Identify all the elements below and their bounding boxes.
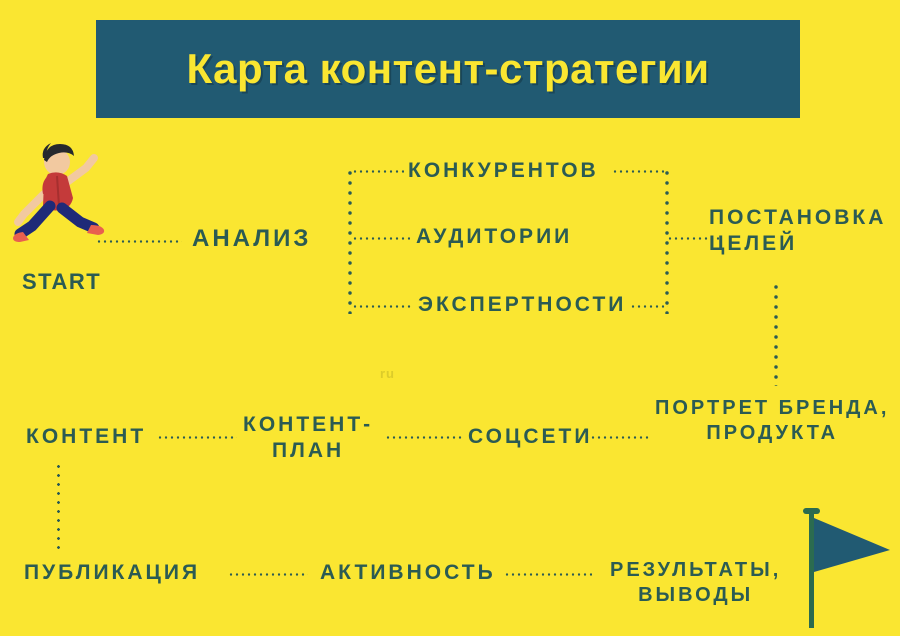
node-social-networks: СОЦСЕТИ — [468, 425, 593, 448]
node-goal-setting: ПОСТАНОВКА ЦЕЛЕЙ — [709, 206, 887, 256]
watermark: ru — [380, 366, 395, 381]
node-results: РЕЗУЛЬТАТЫ, ВЫВОДЫ — [610, 559, 782, 606]
node-content-plan: КОНТЕНТ- ПЛАН — [243, 413, 374, 463]
connector-activity-to-results — [504, 573, 592, 576]
connector-analysis-to-audience — [352, 237, 410, 240]
connector-analysis-bracket-right — [665, 168, 669, 314]
connector-social-to-content-plan — [385, 436, 463, 439]
connector-content-plan-to-content — [157, 436, 237, 439]
node-activity: АКТИВНОСТЬ — [320, 561, 496, 584]
connector-content-to-publication — [57, 462, 60, 550]
connector-brand-to-social — [584, 436, 650, 439]
running-man-icon — [12, 136, 112, 256]
page-title: Карта контент-стратегии — [186, 45, 710, 92]
node-publication: ПУБЛИКАЦИЯ — [24, 561, 201, 584]
node-expertise: ЭКСПЕРТНОСТИ — [418, 293, 627, 316]
connector-analysis-to-expertise — [352, 305, 412, 308]
node-brand-portrait: ПОРТРЕТ БРЕНДА, ПРОДУКТА — [655, 397, 890, 444]
connector-analysis-bracket-left — [348, 168, 352, 314]
connector-start-to-analysis — [96, 240, 182, 243]
finish-flag-icon — [795, 500, 900, 630]
node-audience: АУДИТОРИИ — [416, 225, 573, 248]
node-competitors: КОНКУРЕНТОВ — [408, 159, 599, 182]
connector-goals-to-brand — [774, 282, 778, 386]
title-banner: Карта контент-стратегии — [96, 20, 800, 118]
connector-publication-to-activity — [228, 573, 308, 576]
node-analysis: АНАЛИЗ — [192, 225, 312, 252]
connector-analysis-to-competitors — [352, 170, 404, 173]
connector-bracket-to-goals — [667, 237, 719, 240]
connector-expertise-to-bracket — [630, 305, 668, 308]
node-start: START — [22, 269, 102, 294]
node-content: КОНТЕНТ — [26, 425, 147, 448]
connector-competitors-to-bracket — [612, 170, 668, 173]
